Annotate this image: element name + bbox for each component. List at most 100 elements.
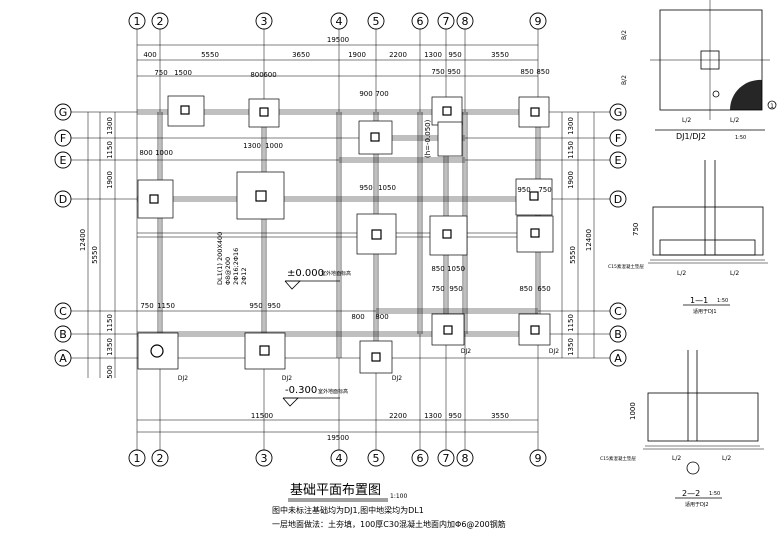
plan-note: 一层地面做法：土夯填，100厚C30混凝土地面内加Φ6@200钢筋 xyxy=(272,519,506,529)
axis-bubbles-right: G F E D C B A xyxy=(609,103,627,367)
axis-label: 3 xyxy=(261,452,268,465)
level-value: -0.300 xyxy=(285,385,317,396)
footing-dim: 950 xyxy=(447,68,460,76)
footing-dim: 1050 xyxy=(447,265,465,273)
footing-dim: 750 xyxy=(538,186,551,194)
dim-top: 3650 xyxy=(292,51,310,59)
dim-top-total: 19500 xyxy=(327,36,349,44)
footing-dim: 650 xyxy=(537,285,550,293)
footing-dim: 1000 xyxy=(155,149,173,157)
detail-l2: L/2 xyxy=(730,270,739,277)
footing-dim: 900 xyxy=(359,90,372,98)
detail-dim: 1000 xyxy=(629,402,637,420)
axis-label: 5 xyxy=(373,452,380,465)
footing-type-labels: DJ2 DJ2 DJ2 DJ2 DJ2 xyxy=(178,348,559,382)
detail-section-1: 750 L/2 L/2 C15素混凝土垫层 1—1 1:50 适用于DJ1 xyxy=(608,160,768,315)
column xyxy=(149,194,159,204)
column xyxy=(442,229,452,239)
footing-dim: 1150 xyxy=(157,302,175,310)
footing-type-label: DJ2 xyxy=(392,375,402,382)
axis-label: 9 xyxy=(535,15,542,28)
dim-top: 2200 xyxy=(389,51,407,59)
column xyxy=(530,228,540,238)
axis-bubbles-bottom: 1 2 3 4 5 6 7 8 9 xyxy=(128,449,547,467)
column-round xyxy=(150,344,164,358)
footing xyxy=(516,215,554,253)
column xyxy=(529,191,539,201)
level-value: ±0.000 xyxy=(287,268,324,279)
axis-label: F xyxy=(615,132,621,145)
detail-l2: L/2 xyxy=(672,455,681,462)
section-label: 2—2 xyxy=(682,489,700,498)
footing-dim: 1300 xyxy=(243,142,261,150)
dim-right: 1350 xyxy=(567,338,575,356)
footing-dim: 800 xyxy=(351,313,364,321)
detail-label: DJ1/DJ2 xyxy=(676,132,706,141)
footing-dim: 800 xyxy=(250,71,263,79)
axis-label: B xyxy=(59,328,67,341)
dim-left: 1300 xyxy=(106,117,114,135)
detail-b2: B/2 xyxy=(621,30,628,40)
axis-label: C xyxy=(59,305,67,318)
footing-dim: 750 xyxy=(140,302,153,310)
footing-dim: 1500 xyxy=(174,69,192,77)
dim-top: 950 xyxy=(448,51,461,59)
axis-label: 2 xyxy=(157,15,164,28)
dim-bottom: 1300 xyxy=(424,412,442,420)
axis-label: A xyxy=(59,352,67,365)
dim-bottom: 950 xyxy=(448,412,461,420)
footing-type-label: DJ2 xyxy=(282,375,292,382)
plan-title-block: 基础平面布置图 1:100 图中未标注基础均为DJ1,图中地梁均为DL1 一层地… xyxy=(272,483,506,529)
axis-label: 4 xyxy=(336,452,343,465)
detail-dj-plan: 1 B/2 B/2 L/2 L/2 DJ1/DJ2 1:50 xyxy=(621,0,777,141)
footing xyxy=(437,121,463,157)
dim-right: 1150 xyxy=(567,314,575,332)
column xyxy=(370,132,380,142)
dim-right: 1300 xyxy=(567,117,575,135)
footing-type-label: DJ2 xyxy=(549,348,559,355)
column xyxy=(259,345,270,356)
axis-bubbles-top: 1 2 3 4 5 6 7 8 9 xyxy=(128,12,547,30)
footing-dim: 700 xyxy=(375,90,388,98)
footing-dim: 950 xyxy=(267,302,280,310)
level-marker-zero: ±0.000 室外地面标高 xyxy=(284,268,351,290)
beam-note-line: DL1(1) 200X400 xyxy=(216,232,224,285)
detail-scale: 1:50 xyxy=(735,135,746,141)
dim-left: 1150 xyxy=(106,141,114,159)
axis-label: 6 xyxy=(417,452,424,465)
footing-dim: 800 xyxy=(139,149,152,157)
dim-left-total: 12400 xyxy=(79,229,87,251)
detail-dim: 750 xyxy=(632,223,640,236)
axis-label: 8 xyxy=(462,452,469,465)
dim-left-sub: 5550 xyxy=(91,246,99,264)
axis-label: A xyxy=(614,352,622,365)
column xyxy=(442,106,452,116)
level-note: 室外地面标高 xyxy=(318,388,348,395)
right-dimension-lines xyxy=(561,112,595,358)
footing-dim: 1000 xyxy=(265,142,283,150)
dim-right: 1150 xyxy=(567,141,575,159)
dim-left: 1900 xyxy=(106,171,114,189)
footings xyxy=(137,95,554,374)
concrete-note: C15素混凝土垫层 xyxy=(600,455,636,462)
dim-top: 5550 xyxy=(201,51,219,59)
column xyxy=(255,190,267,202)
axis-label: 2 xyxy=(157,452,164,465)
left-dimension-lines xyxy=(87,112,116,378)
level-note: 室外地面标高 xyxy=(321,270,351,277)
plan-scale: 1:100 xyxy=(390,493,407,500)
dim-right-sub: 5550 xyxy=(569,246,577,264)
bottom-dimension-lines xyxy=(137,419,538,433)
column xyxy=(443,325,453,335)
detail-l2: L/2 xyxy=(722,455,731,462)
h-note: (h=-0.050) xyxy=(424,119,432,158)
section-scale: 1:50 xyxy=(717,298,728,304)
axis-label: G xyxy=(59,106,68,119)
axis-label: E xyxy=(615,154,622,167)
hatch-quadrant xyxy=(729,79,762,110)
footing-dim: 600 xyxy=(263,71,276,79)
beam-note: DL1(1) 200X400 Φ8@200 2Φ16;2Φ16 2Φ12 xyxy=(216,232,248,285)
axis-label: E xyxy=(60,154,67,167)
axis-label: 7 xyxy=(443,15,450,28)
